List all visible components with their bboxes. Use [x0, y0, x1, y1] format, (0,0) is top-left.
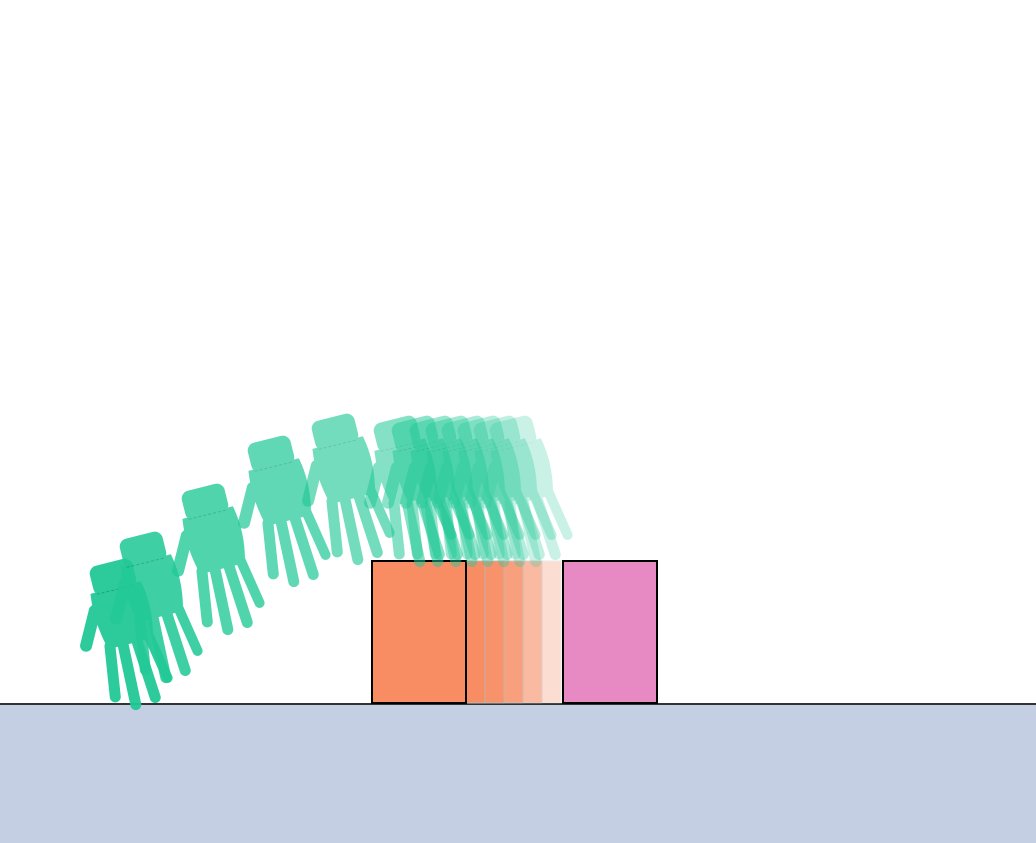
glove-icon — [281, 409, 401, 576]
glove-icon — [59, 554, 179, 721]
hand-motion-trail — [59, 409, 579, 721]
glove-icon — [151, 479, 271, 646]
pushed-block-trail — [371, 560, 562, 704]
glove-icon — [459, 411, 579, 578]
pushed-block-frame — [371, 560, 467, 704]
glove-icon — [217, 431, 337, 598]
glove-icon — [89, 527, 209, 694]
ground — [0, 704, 1036, 843]
target-block — [562, 560, 658, 704]
